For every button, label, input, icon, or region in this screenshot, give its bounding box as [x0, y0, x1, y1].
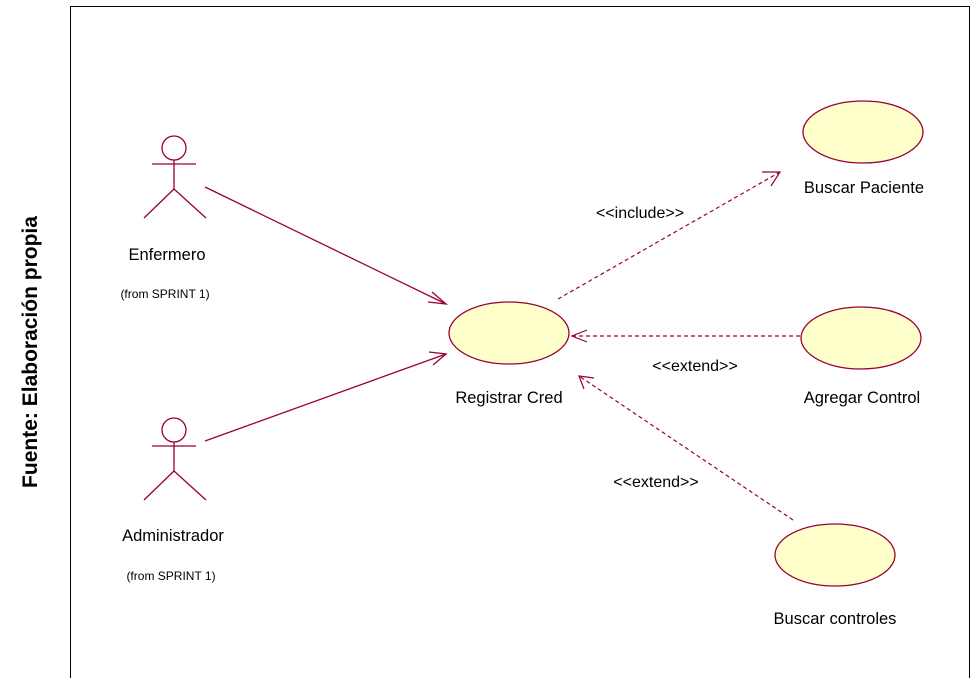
actor-administrador-origin: (from SPRINT 1): [126, 569, 215, 583]
actor-administrador[interactable]: [143, 417, 207, 501]
association-administrador-arrowhead: [428, 351, 448, 366]
extend-buscar-controles-dependency-line: [578, 375, 794, 521]
use-case-buscar-controles[interactable]: [774, 523, 896, 587]
actor-administrador-left-leg: [143, 470, 175, 501]
use-case-agregar-control-label: Agregar Control: [804, 389, 920, 407]
diagram-frame: [70, 6, 970, 678]
extend-buscar-controles-arrowhead: [578, 375, 595, 390]
association-administrador-registrar: [204, 353, 447, 442]
use-case-agregar-control[interactable]: [800, 306, 922, 370]
actor-enfermero-origin: (from SPRINT 1): [120, 287, 209, 301]
actor-enfermero-head: [161, 135, 187, 161]
use-case-registrar-cred-label: Registrar Cred: [455, 389, 562, 407]
association-enfermero-arrowhead: [427, 291, 449, 305]
actor-administrador-right-leg: [173, 470, 207, 501]
actor-administrador-head: [161, 417, 187, 443]
use-case-buscar-paciente[interactable]: [802, 100, 924, 164]
actor-administrador-label: Administrador: [122, 527, 224, 545]
actor-enfermero[interactable]: [143, 135, 207, 219]
include-arrowhead: [762, 171, 782, 187]
actor-enfermero-left-leg: [143, 188, 175, 219]
include-dependency-line: [557, 171, 781, 300]
actor-enfermero-label: Enfermero: [128, 246, 205, 264]
use-case-buscar-paciente-label: Buscar Paciente: [804, 179, 924, 197]
extend-buscar-controles-stereotype-label: <<extend>>: [613, 474, 698, 491]
include-stereotype-label: <<include>>: [596, 205, 684, 222]
extend-agregar-arrowhead: [570, 329, 588, 343]
association-enfermero-registrar: [204, 186, 447, 305]
extend-agregar-stereotype-label: <<extend>>: [652, 358, 737, 375]
use-case-buscar-controles-label: Buscar controles: [774, 610, 897, 628]
use-case-registrar-cred[interactable]: [448, 301, 570, 365]
actor-enfermero-right-leg: [173, 188, 207, 219]
